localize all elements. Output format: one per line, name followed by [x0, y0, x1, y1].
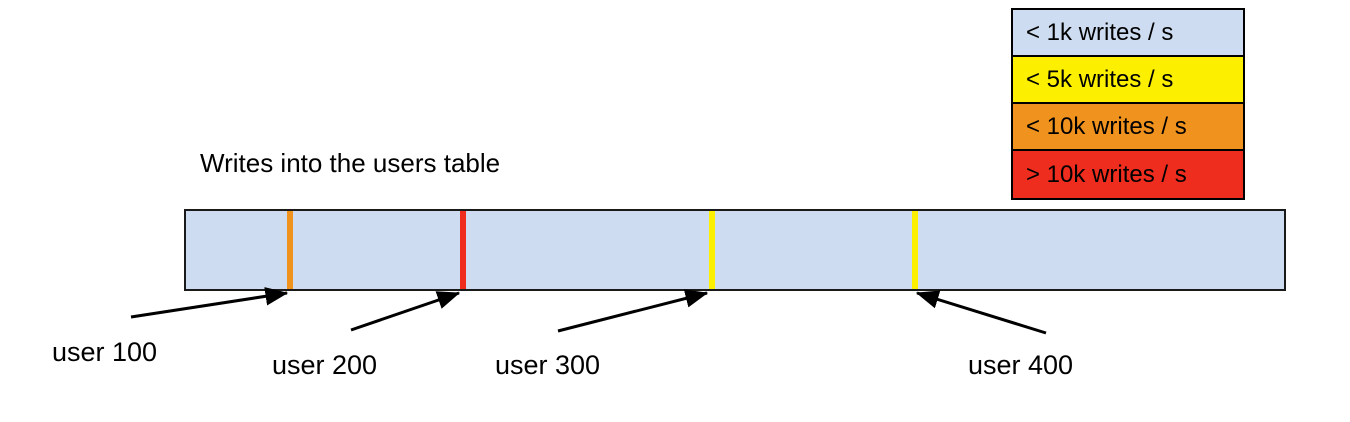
arrow-user-400	[915, 290, 1047, 335]
legend-label-under-1k: < 1k writes / s	[1026, 18, 1174, 46]
label-user-300: user 300	[495, 350, 601, 380]
legend-label-over-10k: > 10k writes / s	[1026, 160, 1187, 188]
legend-row-under-1k: < 1k writes / s	[1013, 10, 1243, 57]
legend-row-under-5k: < 5k writes / s	[1013, 57, 1243, 104]
chart-title: Writes into the users table	[200, 148, 501, 178]
marker-user-100	[287, 211, 293, 289]
legend-label-under-10k: < 10k writes / s	[1026, 112, 1187, 140]
legend: < 1k writes / s < 5k writes / s < 10k wr…	[1011, 8, 1245, 200]
marker-user-300	[709, 211, 715, 289]
legend-row-over-10k: > 10k writes / s	[1013, 151, 1243, 198]
label-user-200: user 200	[272, 350, 378, 380]
legend-label-under-5k: < 5k writes / s	[1026, 65, 1174, 93]
arrow-user-200	[350, 291, 461, 332]
label-user-100: user 100	[52, 337, 158, 367]
arrow-user-300	[557, 289, 709, 333]
legend-row-under-10k: < 10k writes / s	[1013, 104, 1243, 151]
marker-user-200	[460, 211, 466, 289]
users-table-bar	[184, 209, 1286, 291]
marker-user-400	[912, 211, 918, 289]
label-user-400: user 400	[968, 350, 1074, 380]
arrow-user-100	[130, 287, 289, 319]
